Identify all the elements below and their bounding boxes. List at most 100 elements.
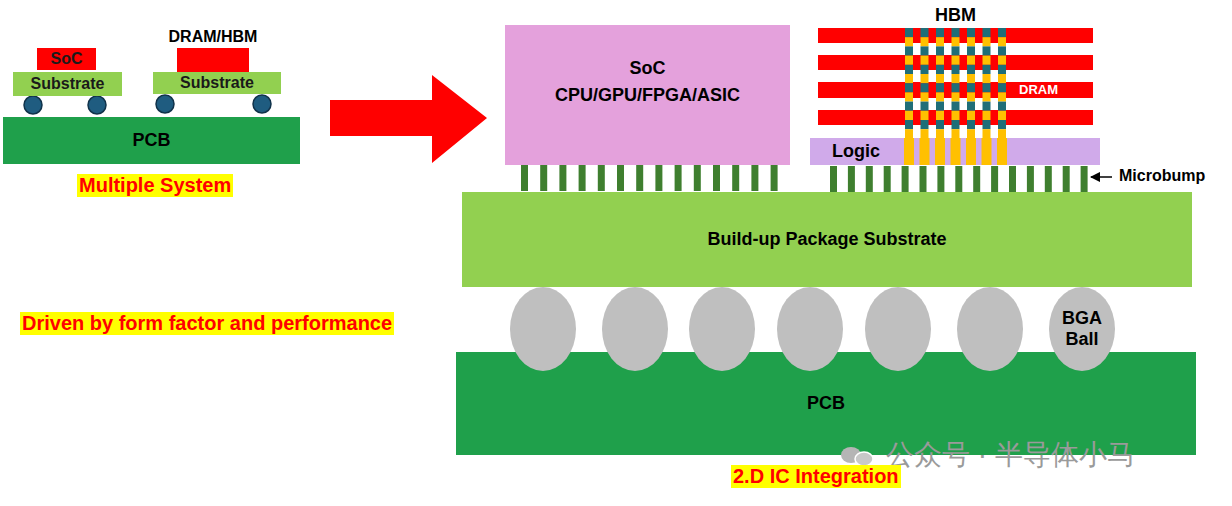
tsv-segment [905, 56, 913, 65]
tsv-segment [952, 83, 960, 92]
tsv-segment [967, 28, 975, 37]
microbump [1081, 166, 1088, 192]
tsv-segment [967, 83, 975, 92]
tsv-segment [998, 102, 1006, 111]
soc-die: SoC [37, 48, 96, 70]
microbump [1045, 166, 1052, 192]
tsv-segment [905, 46, 913, 55]
tsv-segment [905, 92, 913, 101]
microbump [655, 165, 662, 191]
tsv-pad [966, 138, 976, 165]
tsv-segment [936, 129, 944, 138]
dram-die: DRAM/HBM [177, 48, 249, 72]
solder-ball [24, 96, 42, 114]
node-label: SoC [630, 58, 666, 79]
tsv-segment [952, 92, 960, 101]
tsv-segment [998, 83, 1006, 92]
watermark-icon [855, 452, 873, 466]
tsv-segment [952, 120, 960, 129]
tsv-segment [998, 92, 1006, 101]
tsv-segment [936, 65, 944, 74]
heading-label: DRAM/HBM [169, 28, 258, 46]
tsv-segment [905, 74, 913, 83]
microbump [955, 166, 962, 192]
tsv-segment [952, 28, 960, 37]
tsv-segment [936, 37, 944, 46]
microbump [713, 165, 720, 191]
bga-ball [865, 287, 931, 371]
tsv-segment [967, 56, 975, 65]
microbumps [521, 165, 1088, 192]
bga-ball [689, 287, 755, 371]
tsv-segment [983, 46, 991, 55]
tsv-segment [983, 28, 991, 37]
tsv-segment [905, 28, 913, 37]
caption: 2.D IC Integration [731, 465, 901, 488]
tsv-segment [921, 46, 929, 55]
microbump [1027, 166, 1034, 192]
tsv-segment [998, 28, 1006, 37]
node-label: PCB [807, 393, 845, 414]
tsv-segment [921, 102, 929, 111]
tsv-segment [998, 120, 1006, 129]
solder-ball [253, 95, 271, 113]
tsv-segment [967, 120, 975, 129]
microbump [991, 166, 998, 192]
callout-label: Microbump [1117, 167, 1207, 185]
tsv-segment [905, 102, 913, 111]
tsv-pad [904, 138, 914, 165]
tsv-segment [967, 129, 975, 138]
microbump [579, 165, 586, 191]
tsv-segment [983, 37, 991, 46]
highlight-note: Driven by form factor and performance [20, 312, 394, 335]
tsv-segment [936, 111, 944, 120]
bga-balls [510, 287, 1023, 371]
tsv-segment [983, 65, 991, 74]
tsv-segment [921, 65, 929, 74]
tsv-segment [936, 83, 944, 92]
microbump [771, 165, 778, 191]
tsv-segment [921, 56, 929, 65]
tsv-segment [921, 92, 929, 101]
bga-ball [510, 287, 576, 371]
tsv-segment [936, 46, 944, 55]
tsv-segment [998, 74, 1006, 83]
tsv-segment [998, 129, 1006, 138]
node-label: Logic [832, 141, 880, 162]
bga-ball: BGA Ball [1049, 287, 1115, 371]
tsv-segment [921, 129, 929, 138]
logic-die [810, 138, 1100, 165]
tsv-pad [951, 138, 961, 165]
tsv-segment [967, 46, 975, 55]
tsv-segment [921, 74, 929, 83]
microbump [751, 165, 758, 191]
microbump [848, 166, 855, 192]
microbump [521, 165, 528, 191]
microbump [540, 165, 547, 191]
tsv-segment [905, 120, 913, 129]
dram-layer: DRAM [818, 82, 1093, 98]
tsv-segment [905, 83, 913, 92]
bga-ball [777, 287, 843, 371]
tsv-segment [936, 56, 944, 65]
transition-arrow [330, 75, 487, 163]
tsv-segment [952, 129, 960, 138]
microbump [866, 166, 873, 192]
tsv-segment [936, 120, 944, 129]
tsv-pad [982, 138, 992, 165]
tsv-segment [936, 74, 944, 83]
tsv-columns [904, 28, 1007, 165]
tsv-segment [967, 92, 975, 101]
tsv-segment [952, 102, 960, 111]
tsv-segment [952, 74, 960, 83]
tsv-segment [983, 129, 991, 138]
microbump [598, 165, 605, 191]
watermark: 公众号 · 半导体小马 [884, 439, 1137, 471]
tsv-segment [967, 102, 975, 111]
tsv-segment [905, 65, 913, 74]
tsv-segment [921, 120, 929, 129]
tsv-segment [952, 111, 960, 120]
microbump [920, 166, 927, 192]
microbump [973, 166, 980, 192]
tsv-segment [967, 111, 975, 120]
